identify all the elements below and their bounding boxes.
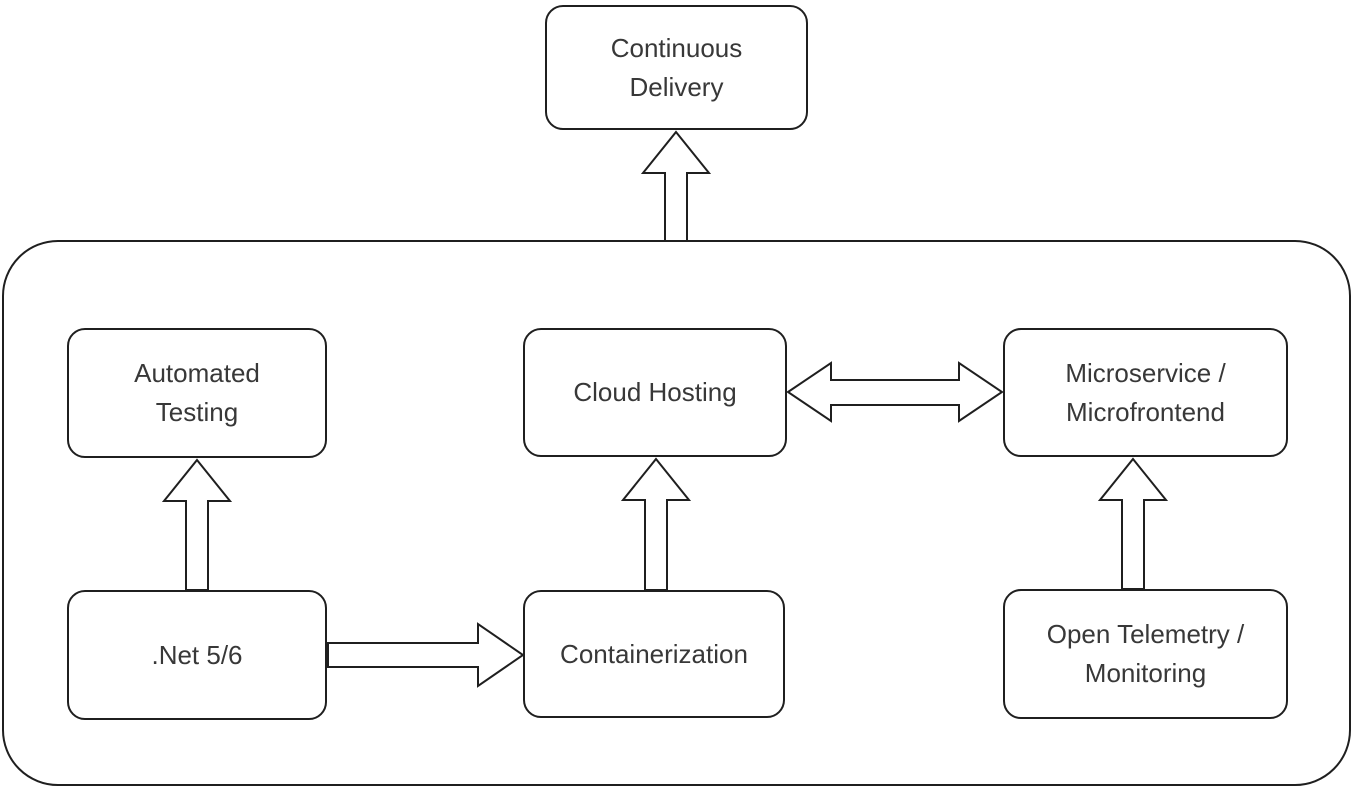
node-open-telemetry-monitoring: Open Telemetry / Monitoring <box>1003 589 1288 719</box>
node-continuous-delivery-label: Continuous Delivery <box>610 32 743 102</box>
node-microservice-microfrontend: Microservice / Microfrontend <box>1003 328 1288 457</box>
arrow-dotnet-to-automated-testing <box>161 458 233 591</box>
node-containerization: Containerization <box>523 590 785 718</box>
arrow-telemetry-to-microservice <box>1097 457 1169 590</box>
node-dotnet-5-6: .Net 5/6 <box>67 590 327 720</box>
node-containerization-label: Containerization <box>560 638 748 669</box>
node-automated-testing-label: Automated Testing <box>134 358 260 427</box>
arrow-containerization-to-cloud-hosting <box>620 457 692 591</box>
node-automated-testing: Automated Testing <box>67 328 327 458</box>
node-cloud-hosting-label: Cloud Hosting <box>573 377 737 407</box>
node-continuous-delivery: Continuous Delivery <box>545 5 808 130</box>
arrow-cloud-hosting-microservice-bidirectional <box>786 361 1004 423</box>
arrow-dotnet-to-containerization <box>327 622 525 688</box>
node-open-telemetry-monitoring-label: Open Telemetry / Monitoring <box>1046 619 1245 688</box>
node-cloud-hosting: Cloud Hosting <box>523 328 787 457</box>
arrow-platform-to-continuous-delivery <box>640 130 712 242</box>
node-microservice-microfrontend-label: Microservice / Microfrontend <box>1065 357 1226 427</box>
node-dotnet-5-6-label: .Net 5/6 <box>151 639 243 670</box>
